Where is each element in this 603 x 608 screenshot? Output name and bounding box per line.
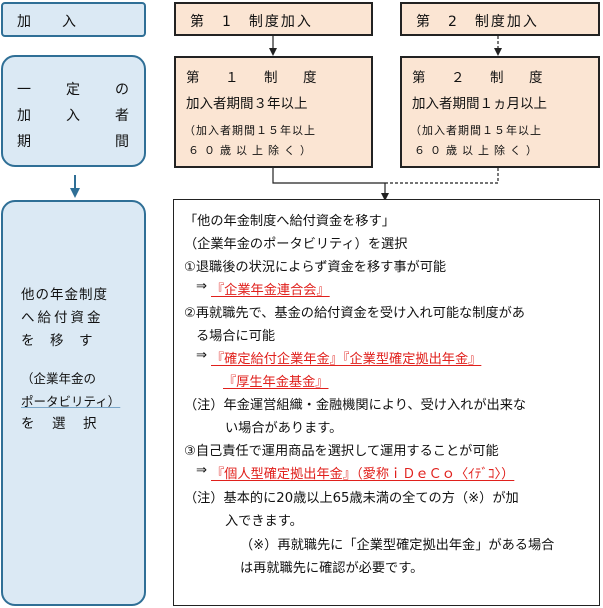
item1-target: 『企業年金連合会』 <box>211 283 330 298</box>
main-heading: 「他の年金制度へ給付資金を移す」 <box>184 214 395 229</box>
plan1-box: 第 １ 制 度 加入者期間３年以上 （加入者期間１５年以上 ６０歳以上除く） <box>174 56 373 168</box>
side-transfer-line: を 移 す <box>21 333 94 349</box>
main-subheading: （企業年金のポータビリティ）を選択 <box>184 237 408 252</box>
side-enroll-label: 加 入 <box>17 14 77 30</box>
side-enroll-box: 加 入 <box>1 2 146 37</box>
item2-line2: る場合に可能 <box>196 329 276 344</box>
item2-arrow: ⇒ <box>196 348 208 363</box>
item3-text: ③自己責任で運用商品を選択して運用することが可能 <box>184 444 499 459</box>
side-transfer-label: 他の年金制度 へ給付資金 を 移 す （企業年金の ポータビリティ） を 選 択 <box>21 284 133 436</box>
item1-text: ①退職後の状況によらず資金を移す事が可能 <box>184 260 447 275</box>
main-box: 「他の年金制度へ給付資金を移す」 （企業年金のポータビリティ）を選択 ①退職後の… <box>173 199 600 606</box>
side-transfer-line: （企業年金の <box>21 371 97 386</box>
side-period-char: 定 <box>65 82 80 98</box>
item3-arrow: ⇒ <box>196 463 208 478</box>
plan2-box: 第 ２ 制 度 加入者期間１ヵ月以上 （加入者期間１５年以上 ６０歳以上除く） <box>400 56 600 168</box>
side-period-char: 間 <box>114 134 129 150</box>
note2-line2: い場合があります。 <box>225 421 343 436</box>
item3-target: 『個人型確定拠出年金』（愛称ｉＤｅＣｏ〈ｲﾃﾞｺ〉） <box>211 467 515 482</box>
plan1-header-box: 第 1 制度加入 <box>174 2 373 36</box>
item2-targets-line2: 『厚生年金基金』 <box>223 375 329 390</box>
note3-line1: （注）基本的に20歳以上65歳未満の全ての方（※）が加 <box>184 491 519 506</box>
note3-line4: は再就職先に確認が必要です。 <box>240 561 424 576</box>
side-period-char: 入 <box>65 108 80 124</box>
side-transfer-line: へ給付資金 <box>21 310 104 326</box>
plan2-title: 第 ２ 制 度 <box>412 70 549 86</box>
plan1-period: 加入者期間３年以上 <box>186 96 308 112</box>
side-transfer-line: 他の年金制度 <box>21 287 108 303</box>
side-period-char: 者 <box>114 108 129 124</box>
plan1-note-line2: ６０歳以上除く） <box>188 144 316 157</box>
plan1-header-label: 第 1 制度加入 <box>190 14 313 30</box>
merge-line-plan1 <box>272 168 385 184</box>
side-period-char: 期 <box>17 134 31 150</box>
side-transfer-line: ポータビリティ） <box>21 394 121 409</box>
plan2-header-box: 第 2 制度加入 <box>400 2 600 36</box>
item2-line1: ②再就職先で、基金の給付資金を受け入れ可能な制度があ <box>184 306 525 321</box>
side-period-box: 一 定 の 加 入 者 期 間 <box>1 55 146 167</box>
side-period-char: 一 <box>17 82 31 98</box>
side-period-char: 加 <box>17 108 31 124</box>
note3-line3: （※）再就職先に「企業型確定拠出年金」がある場合 <box>240 538 555 553</box>
plan2-note-line1: （加入者期間１５年以上 <box>410 124 542 137</box>
side-period-label: 一 定 の 加 入 者 期 間 <box>17 79 129 151</box>
note3-line2: 入できます。 <box>225 514 303 529</box>
side-transfer-line: を 選 択 <box>21 416 99 432</box>
item1-arrow: ⇒ <box>196 279 208 294</box>
plan2-note-line2: ６０歳以上除く） <box>414 144 542 157</box>
merge-line-plan2 <box>385 168 499 184</box>
side-period-char: の <box>114 82 129 98</box>
plan2-header-label: 第 2 制度加入 <box>416 14 539 30</box>
note2-line1: （注）年金運営組織・金融機関により、受け入れが出来な <box>184 398 527 413</box>
plan1-note-line1: （加入者期間１５年以上 <box>184 124 316 137</box>
plan2-period: 加入者期間１ヵ月以上 <box>412 96 547 112</box>
side-transfer-box: 他の年金制度 へ給付資金 を 移 す （企業年金の ポータビリティ） を 選 択 <box>1 200 146 606</box>
item2-targets-line1: 『確定給付企業年金』『企業型確定拠出年金』 <box>211 352 482 367</box>
plan1-title: 第 １ 制 度 <box>186 70 323 86</box>
